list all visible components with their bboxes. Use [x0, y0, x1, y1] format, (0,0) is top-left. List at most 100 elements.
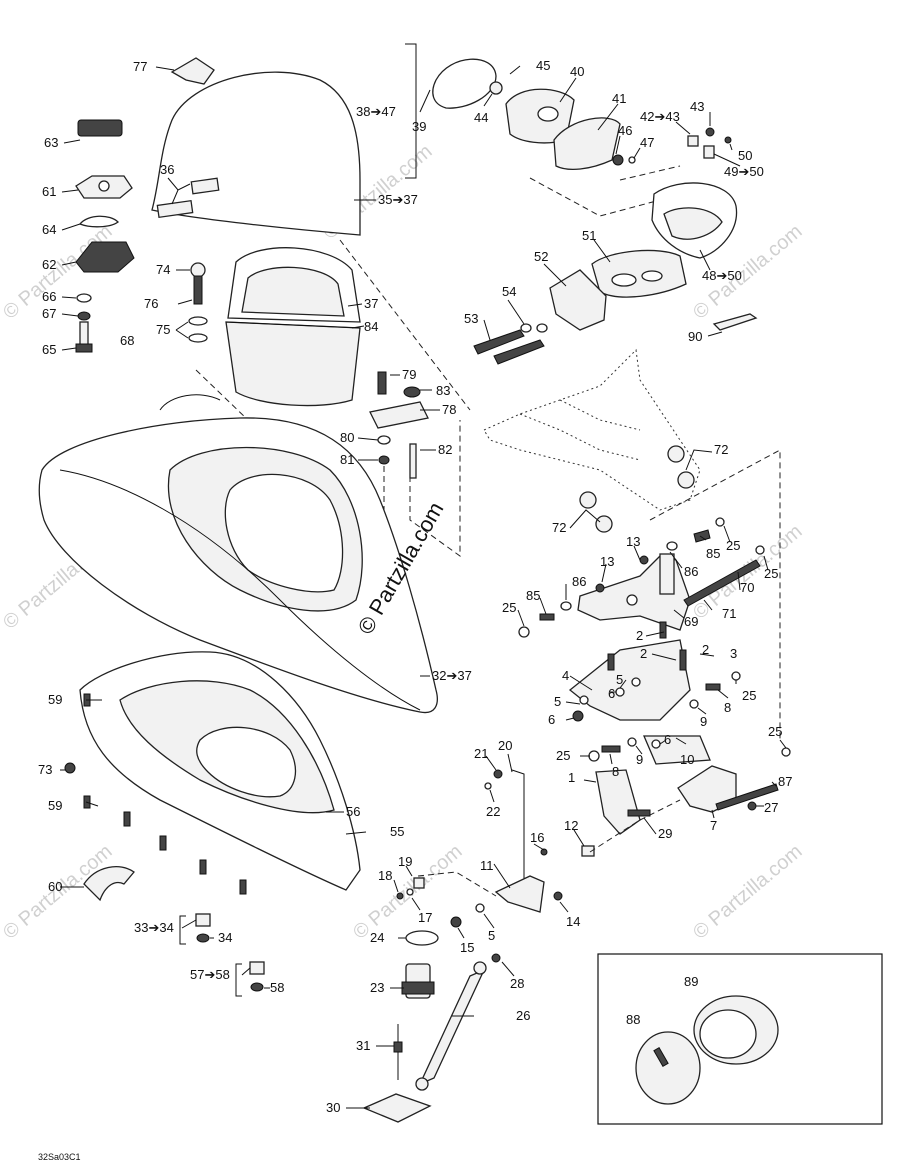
housing-hole	[611, 273, 637, 287]
callout: 25	[726, 538, 740, 553]
washer-47	[628, 156, 636, 164]
callout: 84	[364, 319, 378, 334]
support-arm	[659, 553, 675, 595]
callout: 38➔47	[356, 104, 396, 119]
strap-90	[712, 313, 758, 331]
washer-75	[188, 333, 208, 343]
callout: 5	[554, 694, 561, 709]
washer-54	[520, 323, 532, 333]
ring-89-inner	[699, 1009, 757, 1059]
callout: 6	[664, 732, 671, 747]
gas-spring-end	[415, 1077, 429, 1091]
callout: 53	[464, 311, 478, 326]
bolt-2	[659, 621, 667, 639]
bolt-70	[683, 559, 761, 607]
washer-17	[406, 888, 414, 896]
washer-34	[196, 933, 210, 943]
callout: 77	[133, 59, 147, 74]
group-bracket-38	[405, 43, 417, 179]
callout: 64	[42, 222, 56, 237]
bolt-85	[539, 613, 555, 621]
nut-13	[595, 583, 605, 593]
washer-58	[250, 982, 264, 992]
callout: 18	[378, 868, 392, 883]
bolt-head-65	[75, 343, 93, 353]
guide-line	[417, 871, 497, 897]
callout: 45	[536, 58, 550, 73]
callout: 2	[702, 642, 709, 657]
screw	[199, 859, 207, 875]
cap-25	[715, 517, 725, 527]
callout: 75	[156, 322, 170, 337]
storage-bin	[225, 247, 361, 407]
bolt-2	[679, 649, 687, 671]
callout: 28	[510, 976, 524, 991]
callout: 85	[706, 546, 720, 561]
callout: 74	[156, 262, 170, 277]
callout: 22	[486, 804, 500, 819]
plate-78	[369, 401, 429, 429]
callout: 25	[742, 688, 756, 703]
bracket-62	[75, 241, 135, 273]
watermark-faint: © Partzilla.com	[689, 840, 806, 943]
cap-88-logo	[653, 1047, 669, 1067]
callout: 36	[160, 162, 174, 177]
callout: 25	[556, 748, 570, 763]
leader-lines	[60, 65, 787, 1109]
deck-handle	[159, 394, 221, 411]
seal-84	[225, 321, 361, 329]
bin-inner	[241, 266, 345, 317]
callout: 61	[42, 184, 56, 199]
bolt-8	[601, 745, 621, 753]
hull-well	[196, 726, 297, 798]
callout: 27	[764, 800, 778, 815]
fitting-base	[401, 981, 435, 995]
frame-reference	[483, 348, 701, 511]
frame-outline	[483, 348, 701, 511]
deck-edge	[59, 469, 421, 711]
callout: 16	[530, 830, 544, 845]
callout: 4	[562, 668, 569, 683]
nut-15	[450, 916, 462, 928]
nut-33	[195, 913, 211, 927]
housing-41	[553, 117, 621, 171]
nut-18	[396, 892, 404, 900]
guide-line	[529, 165, 681, 217]
visor-inner	[663, 207, 723, 240]
callout: 41	[612, 91, 626, 106]
callout: 5	[616, 672, 623, 687]
windshield-guide	[339, 239, 471, 411]
washer-22	[484, 782, 492, 790]
callout: 1	[568, 770, 575, 785]
callout: 70	[740, 580, 754, 595]
callout: 35➔37	[378, 192, 418, 207]
callout: 43	[690, 99, 704, 114]
guide-line	[589, 799, 681, 853]
callout: 57➔58	[190, 967, 230, 982]
callout: 3	[730, 646, 737, 661]
bracket-11	[494, 875, 545, 913]
nut-28	[491, 953, 501, 963]
callout: 88	[626, 1012, 640, 1027]
nut-14	[553, 891, 563, 901]
nut-50	[724, 136, 732, 144]
callout: 7	[710, 818, 717, 833]
callout: 24	[370, 930, 384, 945]
callout: 29	[658, 826, 672, 841]
knob-74	[190, 262, 206, 278]
callout: 72	[552, 520, 566, 535]
callout: 8	[724, 700, 731, 715]
callout: 83	[436, 383, 450, 398]
bushing-12	[581, 845, 595, 857]
plate-hole	[631, 677, 641, 687]
washer-80	[377, 435, 391, 445]
callout: 56	[346, 804, 360, 819]
washer-66	[76, 293, 92, 303]
callout: 31	[356, 1038, 370, 1053]
nut-57	[249, 961, 265, 975]
pin-82	[409, 443, 417, 479]
bolt-76	[193, 275, 203, 305]
callout: 78	[442, 402, 456, 417]
bolt-53	[493, 339, 545, 365]
